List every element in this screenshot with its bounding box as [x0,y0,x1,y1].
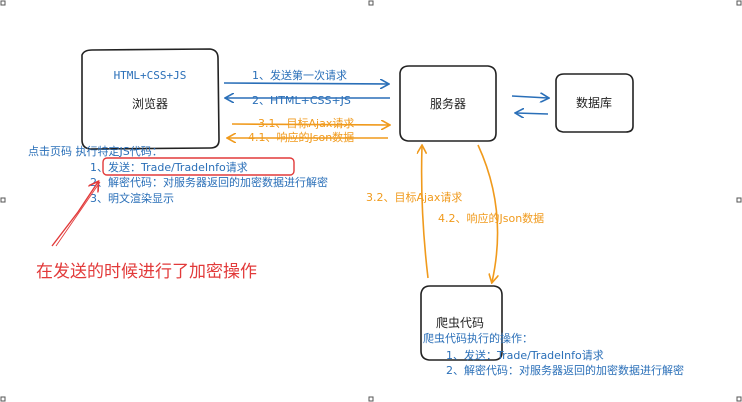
arrow-crawler-ajax: 3.2、目标Ajax请求 [366,146,462,279]
arrow-ajax-target: 3.1、目标Ajax请求 [231,116,389,130]
database-label: 数据库 [576,95,612,110]
arrow-json-response-label: 4.1、响应的Json数据 [248,130,354,144]
browser-steps: 点击页码 执行特定JS代码： 1、发送：Trade/TradeInfo请求 2、… [28,144,328,205]
crawler-steps: 爬虫代码执行的操作： 1、发送：Trade/TradeInfo请求 2、解密代码… [423,331,684,377]
arrow-request-first: 1、发送第一次请求 [223,68,388,84]
server-box: 服务器 [399,65,497,142]
crawler-step-2: 2、解密代码：对服务器返回的加密数据进行解密 [446,363,684,377]
annotation-arrow [51,182,101,247]
crawler-box: 爬虫代码 [420,285,503,361]
crawler-label: 爬虫代码 [436,316,484,330]
browser-step-2: 2、解密代码：对服务器返回的加密数据进行解密 [90,175,328,189]
server-label: 服务器 [430,96,466,111]
arrow-crawler-ajax-label: 3.2、目标Ajax请求 [366,190,462,204]
browser-step-1: 1、发送：Trade/TradeInfo请求 [90,160,248,174]
browser-tech-label: HTML+CSS+JS [114,69,187,82]
arrow-crawler-json: 4.2、响应的Json数据 [438,144,544,282]
crawler-step-1: 1、发送：Trade/TradeInfo请求 [446,348,604,362]
arrow-db-to-server [516,113,549,114]
crawler-steps-header: 爬虫代码执行的操作： [423,331,533,345]
browser-step-3: 3、明文渲染显示 [90,191,174,205]
highlight-box [102,157,295,176]
database-box: 数据库 [555,73,634,133]
arrow-request-first-label: 1、发送第一次请求 [252,68,347,82]
arrow-json-response: 4.1、响应的Json数据 [228,130,388,144]
arrow-html-css-js-label: 2、HTML+CSS+JS [252,94,351,107]
annotation-text: 在发送的时候进行了加密操作 [36,262,257,282]
browser-steps-header: 点击页码 执行特定JS代码： [28,144,163,158]
browser-label: 浏览器 [132,96,168,111]
arrow-ajax-target-label: 3.1、目标Ajax请求 [258,116,354,130]
arrow-crawler-json-label: 4.2、响应的Json数据 [438,211,544,225]
browser-box: HTML+CSS+JS 浏览器 [81,48,220,150]
arrow-html-css-js: 2、HTML+CSS+JS [226,94,390,107]
arrow-server-to-db [511,96,548,98]
